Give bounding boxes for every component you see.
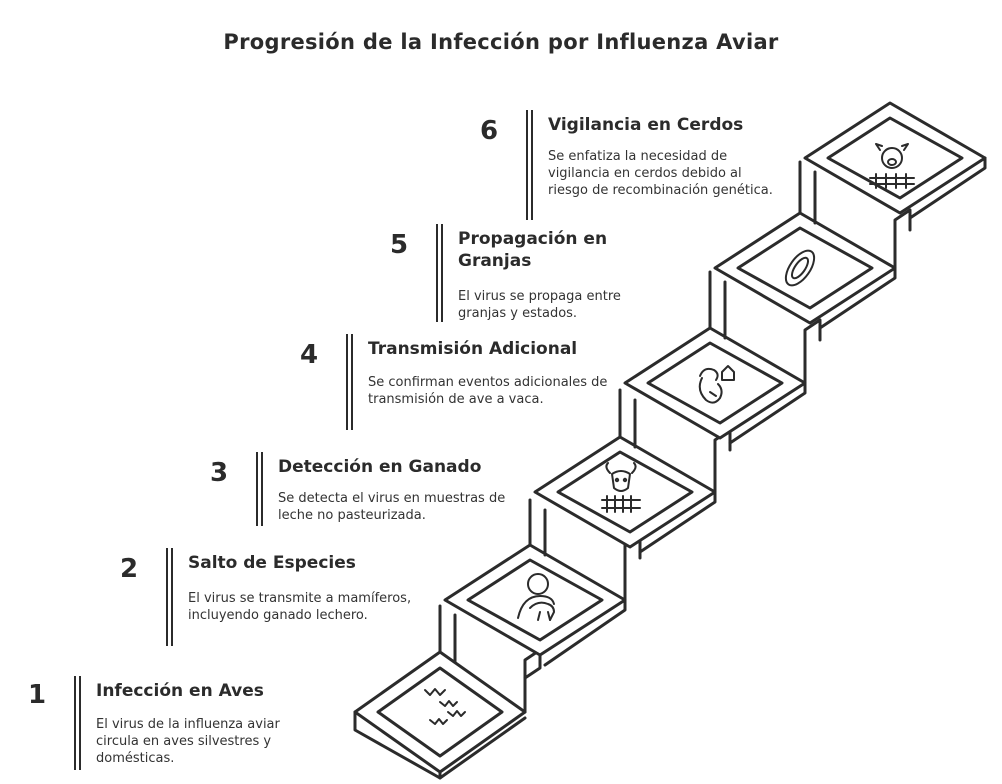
stair-step-1 (353, 650, 527, 780)
step-description: Se confirman eventos adicionales de tran… (368, 375, 608, 407)
step-5: 5 Propagación en Granjas El virus se pro… (390, 224, 690, 324)
step-number: 1 (28, 680, 47, 710)
step-number: 5 (390, 230, 409, 260)
diagram-title: Progresión de la Infección por Influenza… (223, 30, 779, 54)
step-6: 6 Vigilancia en Cerdos Se enfatiza la ne… (480, 110, 780, 222)
rooster-icon (698, 365, 735, 404)
cow-icon (601, 462, 641, 513)
step-divider (74, 676, 81, 770)
stair-step-6 (803, 101, 987, 220)
step-number: 3 (210, 458, 229, 488)
step-divider (436, 224, 443, 322)
step-heading: Transmisión Adicional (368, 339, 578, 359)
step-description: Se enfatiza la necesidad de vigilancia e… (548, 149, 773, 198)
step-heading: Propagación en Granjas (458, 229, 608, 271)
step-4: 4 Transmisión Adicional Se confirman eve… (300, 334, 620, 434)
step-divider (526, 110, 533, 220)
step-description: El virus de la influenza aviar circula e… (96, 717, 280, 766)
step-heading: Vigilancia en Cerdos (548, 115, 744, 135)
stair-step-3 (533, 435, 717, 554)
stair-step-4 (623, 326, 807, 445)
step-2: 2 Salto de Especies El virus se transmit… (120, 548, 430, 648)
stair-riser-4 (708, 270, 822, 385)
step-number: 6 (480, 116, 499, 146)
step-description: El virus se propaga entre granjas y esta… (458, 289, 621, 321)
step-number: 2 (120, 554, 139, 584)
step-divider (256, 452, 263, 526)
virus-icon (784, 249, 816, 287)
step-description: El virus se transmite a mamíferos, inclu… (188, 591, 412, 623)
birds-icon (424, 688, 466, 725)
step-heading: Infección en Aves (96, 681, 264, 701)
step-3: 3 Detección en Ganado Se detecta el viru… (210, 452, 530, 532)
step-number: 4 (300, 340, 319, 370)
stair-riser-5 (798, 160, 912, 270)
step-divider (166, 548, 173, 646)
step-heading: Salto de Especies (188, 553, 356, 573)
person-with-animal-icon (517, 573, 555, 621)
step-1: 1 Infección en Aves El virus de la influ… (28, 676, 328, 776)
step-description: Se detecta el virus en muestras de leche… (278, 491, 506, 523)
step-divider (346, 334, 353, 430)
step-heading: Detección en Ganado (278, 457, 482, 477)
pig-icon (869, 143, 915, 189)
